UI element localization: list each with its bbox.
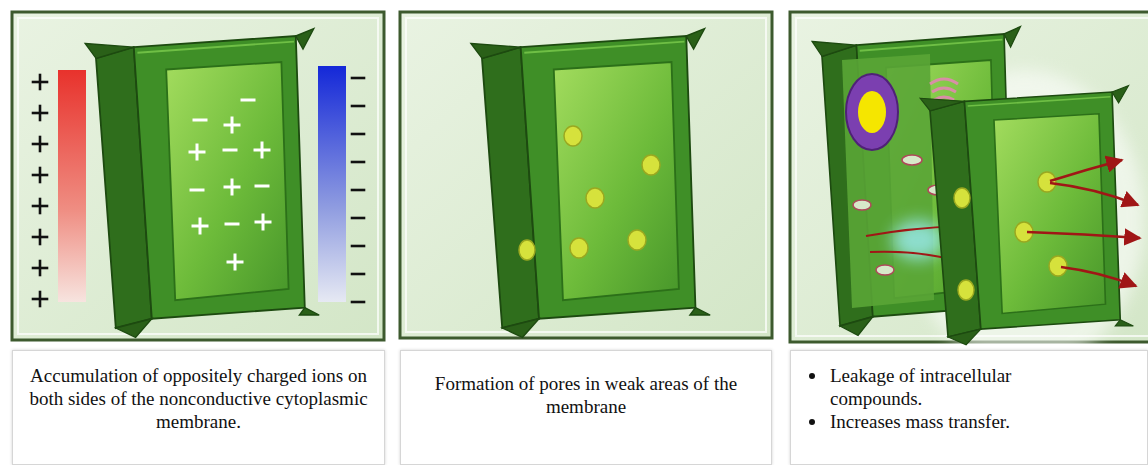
organelle xyxy=(858,91,886,133)
organelle xyxy=(842,54,934,308)
ion-symbol xyxy=(262,215,265,229)
organelle xyxy=(846,74,898,150)
membrane-pore xyxy=(586,188,604,208)
negative-charge-symbol xyxy=(352,273,364,276)
ion-symbol xyxy=(194,119,206,122)
membrane-pore xyxy=(958,280,974,300)
leakage-arrow xyxy=(1050,160,1122,181)
caption-row: Accumulation of oppositely charged ions … xyxy=(27,365,370,433)
negative-charge-symbol xyxy=(352,105,364,108)
bullet-dot xyxy=(809,373,815,379)
caption-text: Increases mass transfer. xyxy=(830,411,1080,434)
ion-symbol xyxy=(231,118,234,132)
caption-text: Formation of pores in weak areas of the … xyxy=(415,373,757,419)
positive-charge-symbol xyxy=(39,137,42,151)
membrane-pore xyxy=(570,238,588,258)
ion-symbol xyxy=(226,223,238,226)
negative-charge-symbol xyxy=(352,189,364,192)
ion-symbol xyxy=(196,145,199,159)
membrane-pore xyxy=(519,240,535,260)
negative-charge-symbol xyxy=(352,217,364,220)
caption-box: Accumulation of oppositely charged ions … xyxy=(12,350,385,465)
charge-bar xyxy=(318,66,346,302)
ion-symbol xyxy=(191,189,203,192)
membrane-pore xyxy=(642,155,660,175)
panel-frame xyxy=(12,12,384,340)
negative-charge-symbol xyxy=(352,161,364,164)
negative-charge-symbol xyxy=(352,301,364,304)
membrane-pore xyxy=(628,230,646,250)
positive-charge-symbol xyxy=(39,230,42,244)
ion-symbol xyxy=(199,219,202,233)
caption-text: Accumulation of oppositely charged ions … xyxy=(27,365,370,433)
leakage-arrow xyxy=(1027,160,1140,286)
ion-symbol xyxy=(231,180,234,194)
caption-box: Formation of pores in weak areas of the … xyxy=(400,350,772,465)
membrane-pore xyxy=(954,188,970,208)
plant-cell xyxy=(471,29,710,338)
positive-charge-symbol xyxy=(39,75,42,89)
organelle xyxy=(876,265,894,275)
caption-row: Leakage of intracellular compounds. xyxy=(809,365,1137,411)
plant-cell xyxy=(85,29,319,338)
organelle xyxy=(930,79,958,100)
negative-charge-symbol xyxy=(352,245,364,248)
positive-charge-symbol xyxy=(39,168,42,182)
ion-symbol xyxy=(224,149,236,152)
charge-bar xyxy=(58,70,86,302)
caption-box: Leakage of intracellular compounds.Incre… xyxy=(790,350,1148,465)
positive-charge-symbol xyxy=(39,199,42,213)
plant-cell xyxy=(920,86,1133,345)
membrane-pore xyxy=(1049,256,1067,276)
membrane-pore xyxy=(1038,172,1056,192)
glow xyxy=(905,70,1145,370)
negative-charge-symbol xyxy=(352,78,364,302)
bullet-dot xyxy=(809,419,815,425)
positive-charge-symbol xyxy=(39,261,42,275)
negative-charge-symbol xyxy=(352,133,364,136)
leakage-arrow xyxy=(1027,232,1140,238)
leakage-arrow xyxy=(1061,267,1136,286)
ion-symbol xyxy=(234,255,237,269)
caption-row: Formation of pores in weak areas of the … xyxy=(415,373,757,419)
positive-charge-symbol xyxy=(33,75,47,306)
organelle xyxy=(902,155,922,165)
panel-frame xyxy=(400,12,772,338)
caption-row: Increases mass transfer. xyxy=(809,411,1137,434)
ion-symbol xyxy=(190,100,270,269)
ion-symbol xyxy=(256,185,268,188)
membrane-pore xyxy=(519,126,660,260)
organelle xyxy=(853,200,871,210)
ion-symbol xyxy=(261,143,264,157)
membrane-pore xyxy=(954,172,1067,300)
positive-charge-symbol xyxy=(39,292,42,306)
ion-symbol xyxy=(242,99,254,102)
caption-text: Leakage of intracellular compounds. xyxy=(830,365,1080,411)
leakage-arrow xyxy=(1050,183,1138,205)
positive-charge-symbol xyxy=(39,106,42,120)
negative-charge-symbol xyxy=(352,77,364,80)
membrane-pore xyxy=(564,126,582,146)
